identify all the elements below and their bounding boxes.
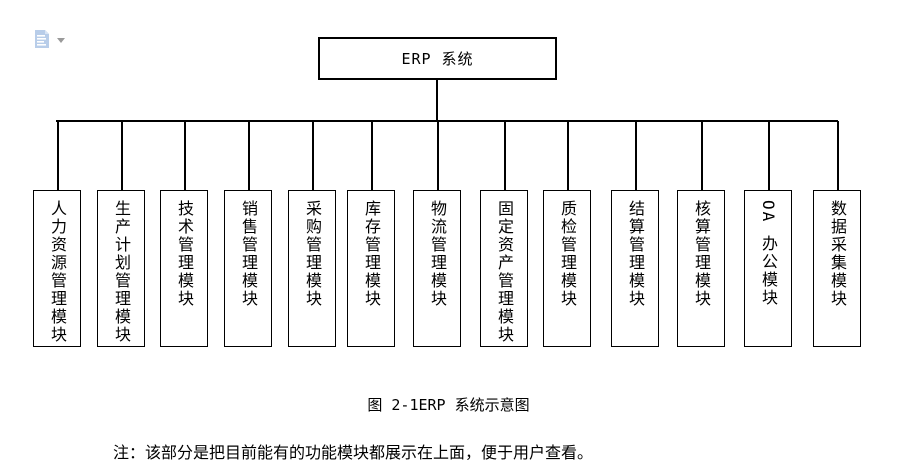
connector-drop-line [312, 121, 314, 190]
module-label: 销售管理模块 [239, 200, 258, 308]
module-label: 人力资源管理模块 [48, 200, 67, 344]
module-label: OA 办公模块 [759, 200, 778, 307]
module-label: 采购管理模块 [303, 200, 322, 308]
module-box-7: 物流管理模块 [413, 190, 461, 347]
connector-drop-line [437, 121, 439, 190]
module-box-9: 质检管理模块 [543, 190, 591, 347]
connector-drop-line [121, 121, 123, 190]
note-text: 注：该部分是把目前能有的功能模块都展示在上面，便于用户查看。 [113, 443, 594, 462]
root-node-erp-system: ERP 系统 [318, 37, 557, 80]
module-label: 生产计划管理模块 [112, 200, 131, 344]
module-box-5: 采购管理模块 [288, 190, 336, 347]
module-box-4: 销售管理模块 [224, 190, 272, 347]
module-box-6: 库存管理模块 [347, 190, 395, 347]
root-node-label: ERP 系统 [401, 50, 474, 68]
connector-drop-line [504, 121, 506, 190]
connector-drop-line [184, 121, 186, 190]
module-box-2: 生产计划管理模块 [97, 190, 145, 347]
module-box-1: 人力资源管理模块 [33, 190, 81, 347]
chevron-down-icon[interactable] [57, 38, 65, 43]
module-label: 结算管理模块 [626, 200, 645, 308]
module-box-8: 固定资产管理模块 [480, 190, 528, 347]
module-box-10: 结算管理模块 [611, 190, 659, 347]
connector-drop-line [635, 121, 637, 190]
connector-drop-line [371, 121, 373, 190]
module-label: 库存管理模块 [362, 200, 381, 308]
connector-drop-line [837, 121, 839, 190]
module-box-3: 技术管理模块 [160, 190, 208, 347]
paste-options-icon[interactable] [34, 29, 50, 49]
paste-options-widget [34, 29, 68, 51]
module-box-11: 核算管理模块 [677, 190, 725, 347]
connector-horizontal-line [56, 120, 838, 122]
connector-drop-line [248, 121, 250, 190]
module-label: 核算管理模块 [692, 200, 711, 308]
module-label: 数据采集模块 [828, 200, 847, 308]
connector-stem-line [436, 80, 438, 120]
figure-caption: 图 2-1ERP 系统示意图 [367, 396, 530, 414]
connector-drop-line [701, 121, 703, 190]
module-box-13: 数据采集模块 [813, 190, 861, 347]
module-label: 质检管理模块 [558, 200, 577, 308]
module-label: 固定资产管理模块 [495, 200, 514, 344]
connector-drop-line [57, 121, 59, 190]
connector-drop-line [567, 121, 569, 190]
connector-drop-line [768, 121, 770, 190]
module-box-12: OA 办公模块 [744, 190, 792, 347]
module-label: 物流管理模块 [428, 200, 447, 308]
module-label: 技术管理模块 [175, 200, 194, 308]
